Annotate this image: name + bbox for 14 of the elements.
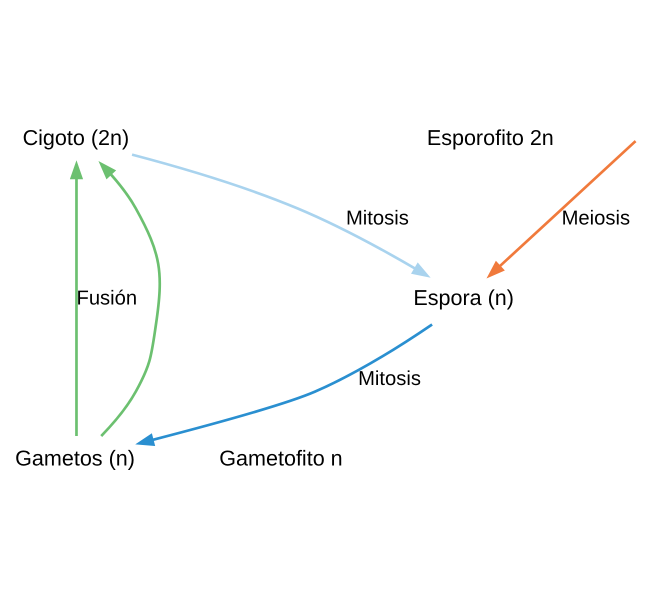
node-text: Espora (n) (413, 284, 514, 310)
edge-label: Fusión (76, 287, 138, 310)
edge-label: Mitosis (358, 367, 421, 390)
arrow (135, 322, 433, 446)
label: Gametofito n (219, 444, 343, 470)
edge-label: Meiosis (562, 207, 630, 230)
node-text: Gametos (n) (15, 444, 135, 470)
edge-label: Mitosis (346, 207, 409, 230)
label: Esporofito 2n (426, 124, 554, 150)
arrow (70, 160, 84, 436)
arrow (98, 160, 162, 436)
arrow (132, 152, 431, 278)
node-text: Cigoto (2n) (22, 124, 130, 150)
arrow (486, 140, 636, 278)
